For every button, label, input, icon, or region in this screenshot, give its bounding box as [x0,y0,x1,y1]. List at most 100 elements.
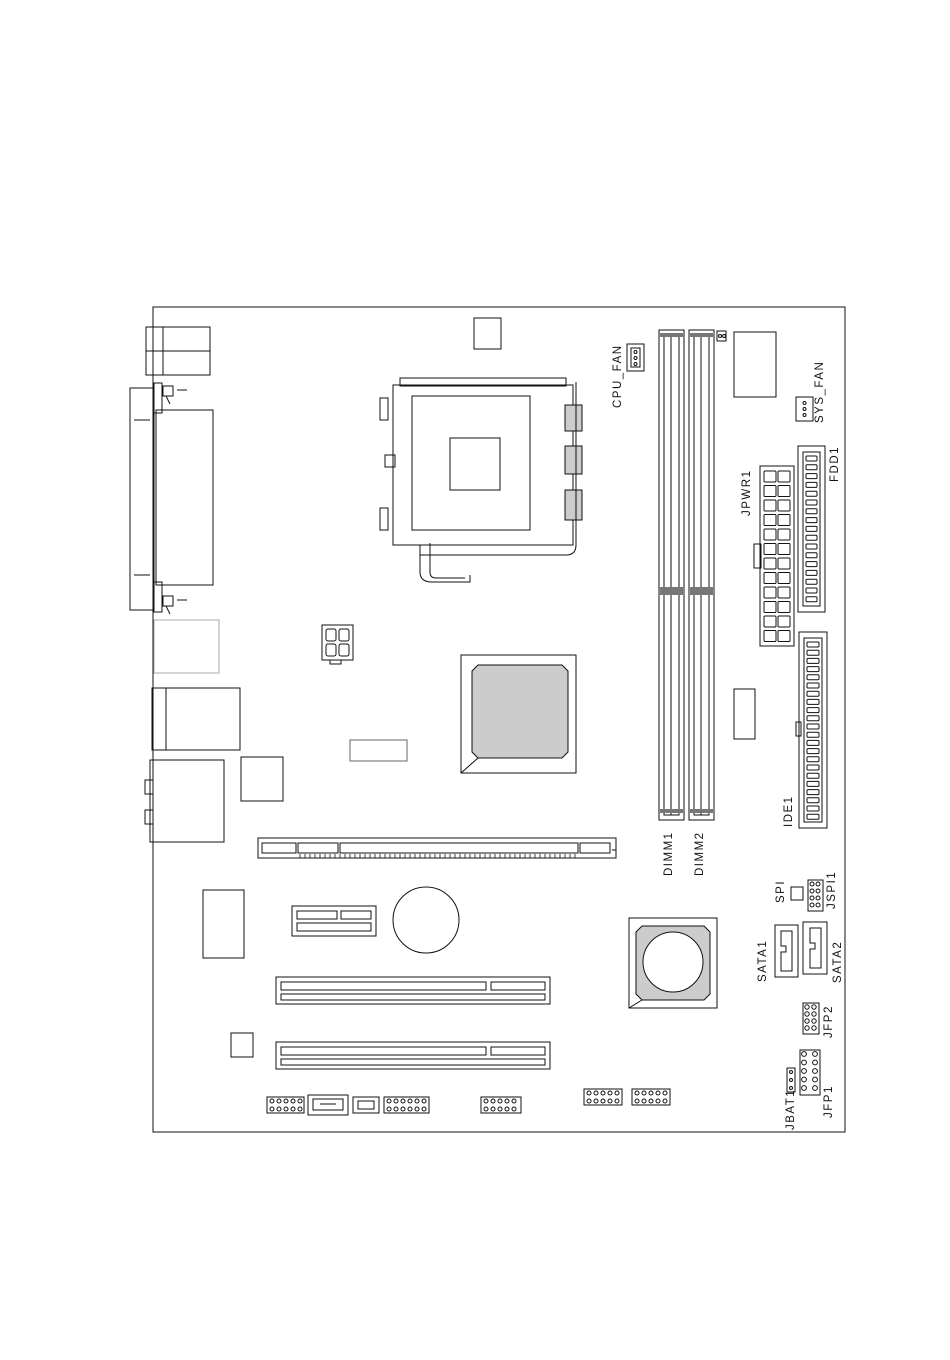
pin [807,675,819,680]
pin [270,1099,274,1103]
pin [806,544,817,549]
pin [277,1099,281,1103]
pin [656,1091,660,1095]
pin [802,1060,807,1065]
pin [816,882,820,886]
pin [277,1107,281,1111]
cd-in-connector [308,1095,348,1115]
label-jfp2: JFP2 [823,1005,835,1038]
aux-fan-connector [353,1097,379,1113]
pin [805,1026,809,1030]
pin [806,588,817,593]
pin [810,903,814,907]
pin [415,1107,419,1111]
pin [812,1005,816,1009]
pin [802,1052,807,1057]
pin [764,529,776,540]
pin [387,1107,391,1111]
pin [813,1069,818,1074]
pin [764,602,776,613]
usb-lan-ports [152,688,240,750]
pin [807,667,819,672]
jpwr1-connector [754,466,794,646]
pin [806,562,817,567]
pin [484,1107,488,1111]
pin [806,500,817,505]
pin [415,1099,419,1103]
audio-jacks [145,760,224,842]
label-dimm1: DIMM1 [663,831,675,876]
pin [816,896,820,900]
sata2-connector [803,922,827,974]
pin [806,465,817,470]
pin [764,558,776,569]
chip-cpu-regulator [734,332,776,397]
pin [408,1107,412,1111]
pin [764,631,776,642]
pin [491,1099,495,1103]
pin [498,1107,502,1111]
label-sata2: SATA2 [832,941,844,983]
spdif-header [384,1097,429,1113]
label-fdd1: FDD1 [829,446,841,482]
pin [663,1091,667,1095]
pin [663,1099,667,1103]
pin [512,1107,516,1111]
pin [806,456,817,461]
pin [270,1107,274,1111]
pin [505,1099,509,1103]
pin [807,658,819,663]
pin [291,1099,295,1103]
pin [635,1099,639,1103]
parallel-serial-port [130,383,213,614]
pin [778,616,790,627]
pin [807,749,819,754]
pin [615,1099,619,1103]
label-ide1: IDE1 [783,795,795,827]
cpu-fan-header [627,344,644,371]
pin [778,544,790,555]
pin [387,1099,391,1103]
pin [764,544,776,555]
pin [505,1107,509,1111]
jspi1-header [808,880,823,911]
spi-chip [791,887,803,900]
pcie-x16-pins [300,854,575,858]
label-jspi1: JSPI1 [826,871,838,909]
pin [484,1099,488,1103]
pin [642,1099,646,1103]
front-audio-header [267,1097,304,1113]
pin [806,474,817,479]
vga-port [154,620,219,673]
pin [807,798,819,803]
pin [802,1077,807,1082]
dimm2-slot [689,330,714,820]
pin [608,1091,612,1095]
pin [806,482,817,487]
jfp1-header [800,1050,820,1095]
pin [807,740,819,745]
pin [778,631,790,642]
pin [806,518,817,523]
pin [806,597,817,602]
northbridge-chip [461,655,576,773]
pci-slot-2 [276,1042,550,1069]
pin [805,1019,809,1023]
pin [635,1091,639,1095]
usb-header-2 [584,1089,622,1105]
pin [807,683,819,688]
pin [512,1099,516,1103]
label-sata1: SATA1 [757,940,769,982]
pin [806,579,817,584]
pin [813,1052,818,1057]
pin [810,889,814,893]
pin [807,708,819,713]
label-sys-fan: SYS_FAN [814,361,826,423]
pin [601,1091,605,1095]
pcie-x16-slot [258,838,616,858]
jumper-near-dimm [717,331,726,341]
pin [401,1107,405,1111]
pin [498,1099,502,1103]
pin [764,573,776,584]
pin [298,1107,302,1111]
